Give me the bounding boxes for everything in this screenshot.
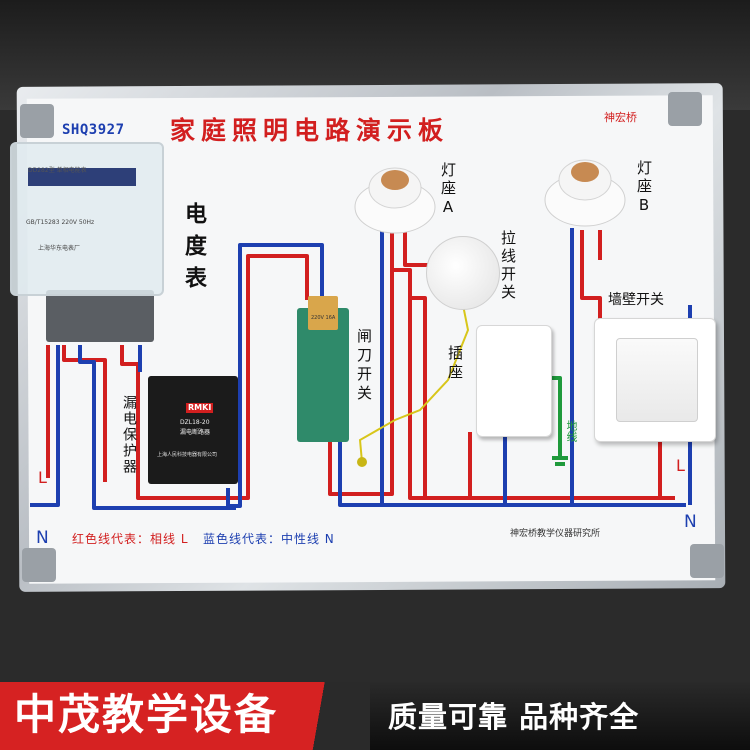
- lamp-holder-b: [544, 159, 626, 227]
- neutral-label-right: N: [684, 512, 697, 532]
- live-label-right: L: [676, 456, 685, 475]
- knife-rating: 220V 16A: [311, 315, 336, 321]
- leakage-protector: [148, 376, 238, 484]
- footer-brand: 中茂教学设备: [14, 690, 279, 739]
- knife-switch: [297, 308, 349, 442]
- board-model: SHQ3927: [62, 122, 125, 138]
- neutral-wire-meter: [78, 345, 236, 510]
- knife-switch-label: 闸刀开关: [355, 328, 373, 404]
- ground-wire-label: 地线: [565, 420, 578, 442]
- institute-name: 神宏桥教学仪器研究所: [510, 529, 601, 539]
- meter-maker: 上海华东电表厂: [38, 245, 81, 252]
- pull-switch-label: 拉线开关: [499, 230, 517, 302]
- leakage-protector-label: 漏电保护器: [121, 395, 137, 475]
- live-wire-socket: [410, 296, 472, 500]
- socket-label: 插座: [446, 345, 464, 383]
- brand-logo: 神宏桥: [604, 111, 637, 124]
- live-wire-lamp-a: [403, 228, 430, 267]
- legend-red: 红色线代表：相线 L: [72, 532, 189, 546]
- board-title: 家庭照明电路演示板: [170, 116, 450, 145]
- wall-switch-rocker: [616, 338, 698, 422]
- wire-legend: 红色线代表：相线 L 蓝色线代表：中性线 N: [72, 533, 335, 545]
- frame-corner-top-left: [20, 104, 54, 138]
- meter-spec: GB/T15283 220V 50Hz: [26, 219, 95, 226]
- meter-model: DD282型 单相电能表: [28, 167, 87, 174]
- lamp-holder-a-label: 灯座A: [439, 162, 457, 219]
- pull-cord: [358, 299, 470, 463]
- meter-label: 电度表: [181, 202, 206, 298]
- frame-corner-top-right: [668, 92, 702, 126]
- live-wire-right: [500, 438, 662, 500]
- pull-switch: [426, 236, 500, 310]
- neutral-wire-left: [30, 345, 60, 507]
- neutral-wire-rcd: [226, 243, 324, 508]
- footer-slogan: 质量可靠 品种齐全: [388, 700, 640, 734]
- wall-switch-label: 墙壁开关: [608, 292, 664, 308]
- neutral-label-left: N: [36, 528, 49, 548]
- lamp-holder-a: [354, 167, 436, 234]
- rcd-brand: RMKI: [186, 403, 214, 413]
- lamp-holder-b-label: 灯座B: [635, 160, 653, 217]
- meter-register: [28, 168, 136, 186]
- frame-corner-bottom-left: [22, 548, 56, 582]
- knife-switch-fuse: [308, 296, 338, 330]
- rcd-maker: 上海人民科技电器有限公司: [157, 452, 218, 458]
- live-wire-knife: [328, 230, 394, 496]
- live-wire-lamp-b: [580, 230, 602, 320]
- live-wire-end: [658, 440, 675, 500]
- live-wire-main: [120, 254, 309, 500]
- power-socket: [476, 325, 552, 437]
- pull-cord-bead: [357, 457, 367, 467]
- frame-corner-bottom-right: [690, 544, 724, 578]
- footer-brand-block: [0, 682, 370, 750]
- meter-base: [46, 290, 154, 342]
- rcd-name: 漏电断路器: [180, 429, 211, 436]
- rcd-model: DZL18-20: [180, 419, 210, 426]
- legend-blue: 蓝色线代表：中性线 N: [202, 532, 335, 546]
- electricity-meter: [10, 142, 164, 296]
- live-label-left: L: [38, 468, 47, 487]
- live-wire-meter: [62, 345, 107, 482]
